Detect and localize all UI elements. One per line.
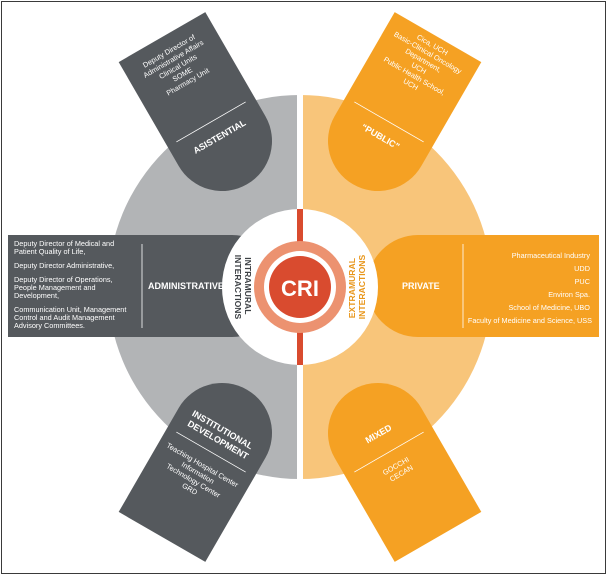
petal-label-private: PRIVATE bbox=[402, 281, 440, 291]
svg-text:INTRAMURAL INTERACTION: INTRAMURAL INTERACTIONS bbox=[233, 255, 253, 320]
extramural-label: EXTRAMURAL INTERACTIONS bbox=[347, 255, 367, 320]
svg-text:EXTRAMURAL INTERACTION: EXTRAMURAL INTERACTIONS bbox=[347, 255, 367, 320]
petal-items-administrative: Deputy Director of Medical and Patient Q… bbox=[14, 239, 128, 330]
petal-public: “PUBLIC” Cica, UCH Basic-Clinical Oncolo… bbox=[328, 12, 482, 191]
cri-label: CRI bbox=[281, 276, 319, 301]
petal-mixed: MIXED GOCCHI CECAN bbox=[328, 383, 482, 562]
center-core bbox=[269, 256, 331, 318]
petal-label-administrative: ADMINISTRATIVE bbox=[148, 281, 224, 291]
petal-administrative: ADMINISTRATIVE Deputy Director of Medica… bbox=[8, 235, 283, 337]
petal-private: PRIVATE Pharmaceutical Industry UDD PUC … bbox=[367, 235, 599, 337]
petal-institutional: INSTITUTIONAL DEVELOPMENT Teaching Hospi… bbox=[118, 383, 272, 562]
petal-items-private: Pharmaceutical Industry UDD PUC Environ … bbox=[468, 251, 592, 325]
intramural-label: INTRAMURAL INTERACTIONS bbox=[233, 255, 253, 320]
